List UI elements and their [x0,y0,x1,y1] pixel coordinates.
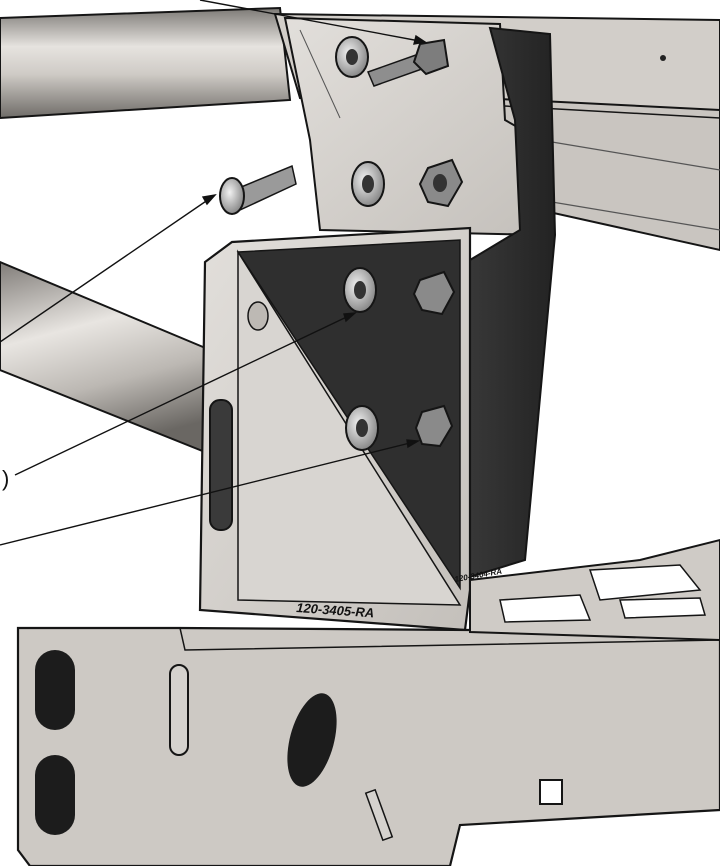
right-lower-platform [469,538,720,642]
hardware-bolt-top [366,38,450,87]
leader-line-nut [0,440,419,546]
hardware-nut-gusset-lower [414,404,454,448]
hardware-washer-mid-left [351,161,385,207]
hardware-nut-gusset-upper [412,270,456,316]
leader-line-top-bolt [199,0,426,43]
leader-line-carriage-bolt [0,194,216,343]
lower-frame-rail [16,618,720,866]
hardware-washer-top-left [335,36,369,78]
leader-arrow-nut [406,439,421,449]
part-number-main: 120-3405-RA [296,600,375,620]
callout-fragment: ) [2,466,9,491]
hardware-washer-gusset-upper [343,267,377,313]
leader-arrow-washer [343,312,358,323]
leader-arrow-top-bolt [413,34,427,45]
hardware-carriage-bolt-loose [219,164,297,215]
upper-frame-tube [0,6,292,120]
leader-lines [0,0,427,546]
hardware-washer-gusset-lower [345,405,379,451]
leader-arrow-carriage-bolt [201,193,217,206]
leader-line-washer [14,312,356,476]
hardware-nut-mid-right [418,158,464,208]
